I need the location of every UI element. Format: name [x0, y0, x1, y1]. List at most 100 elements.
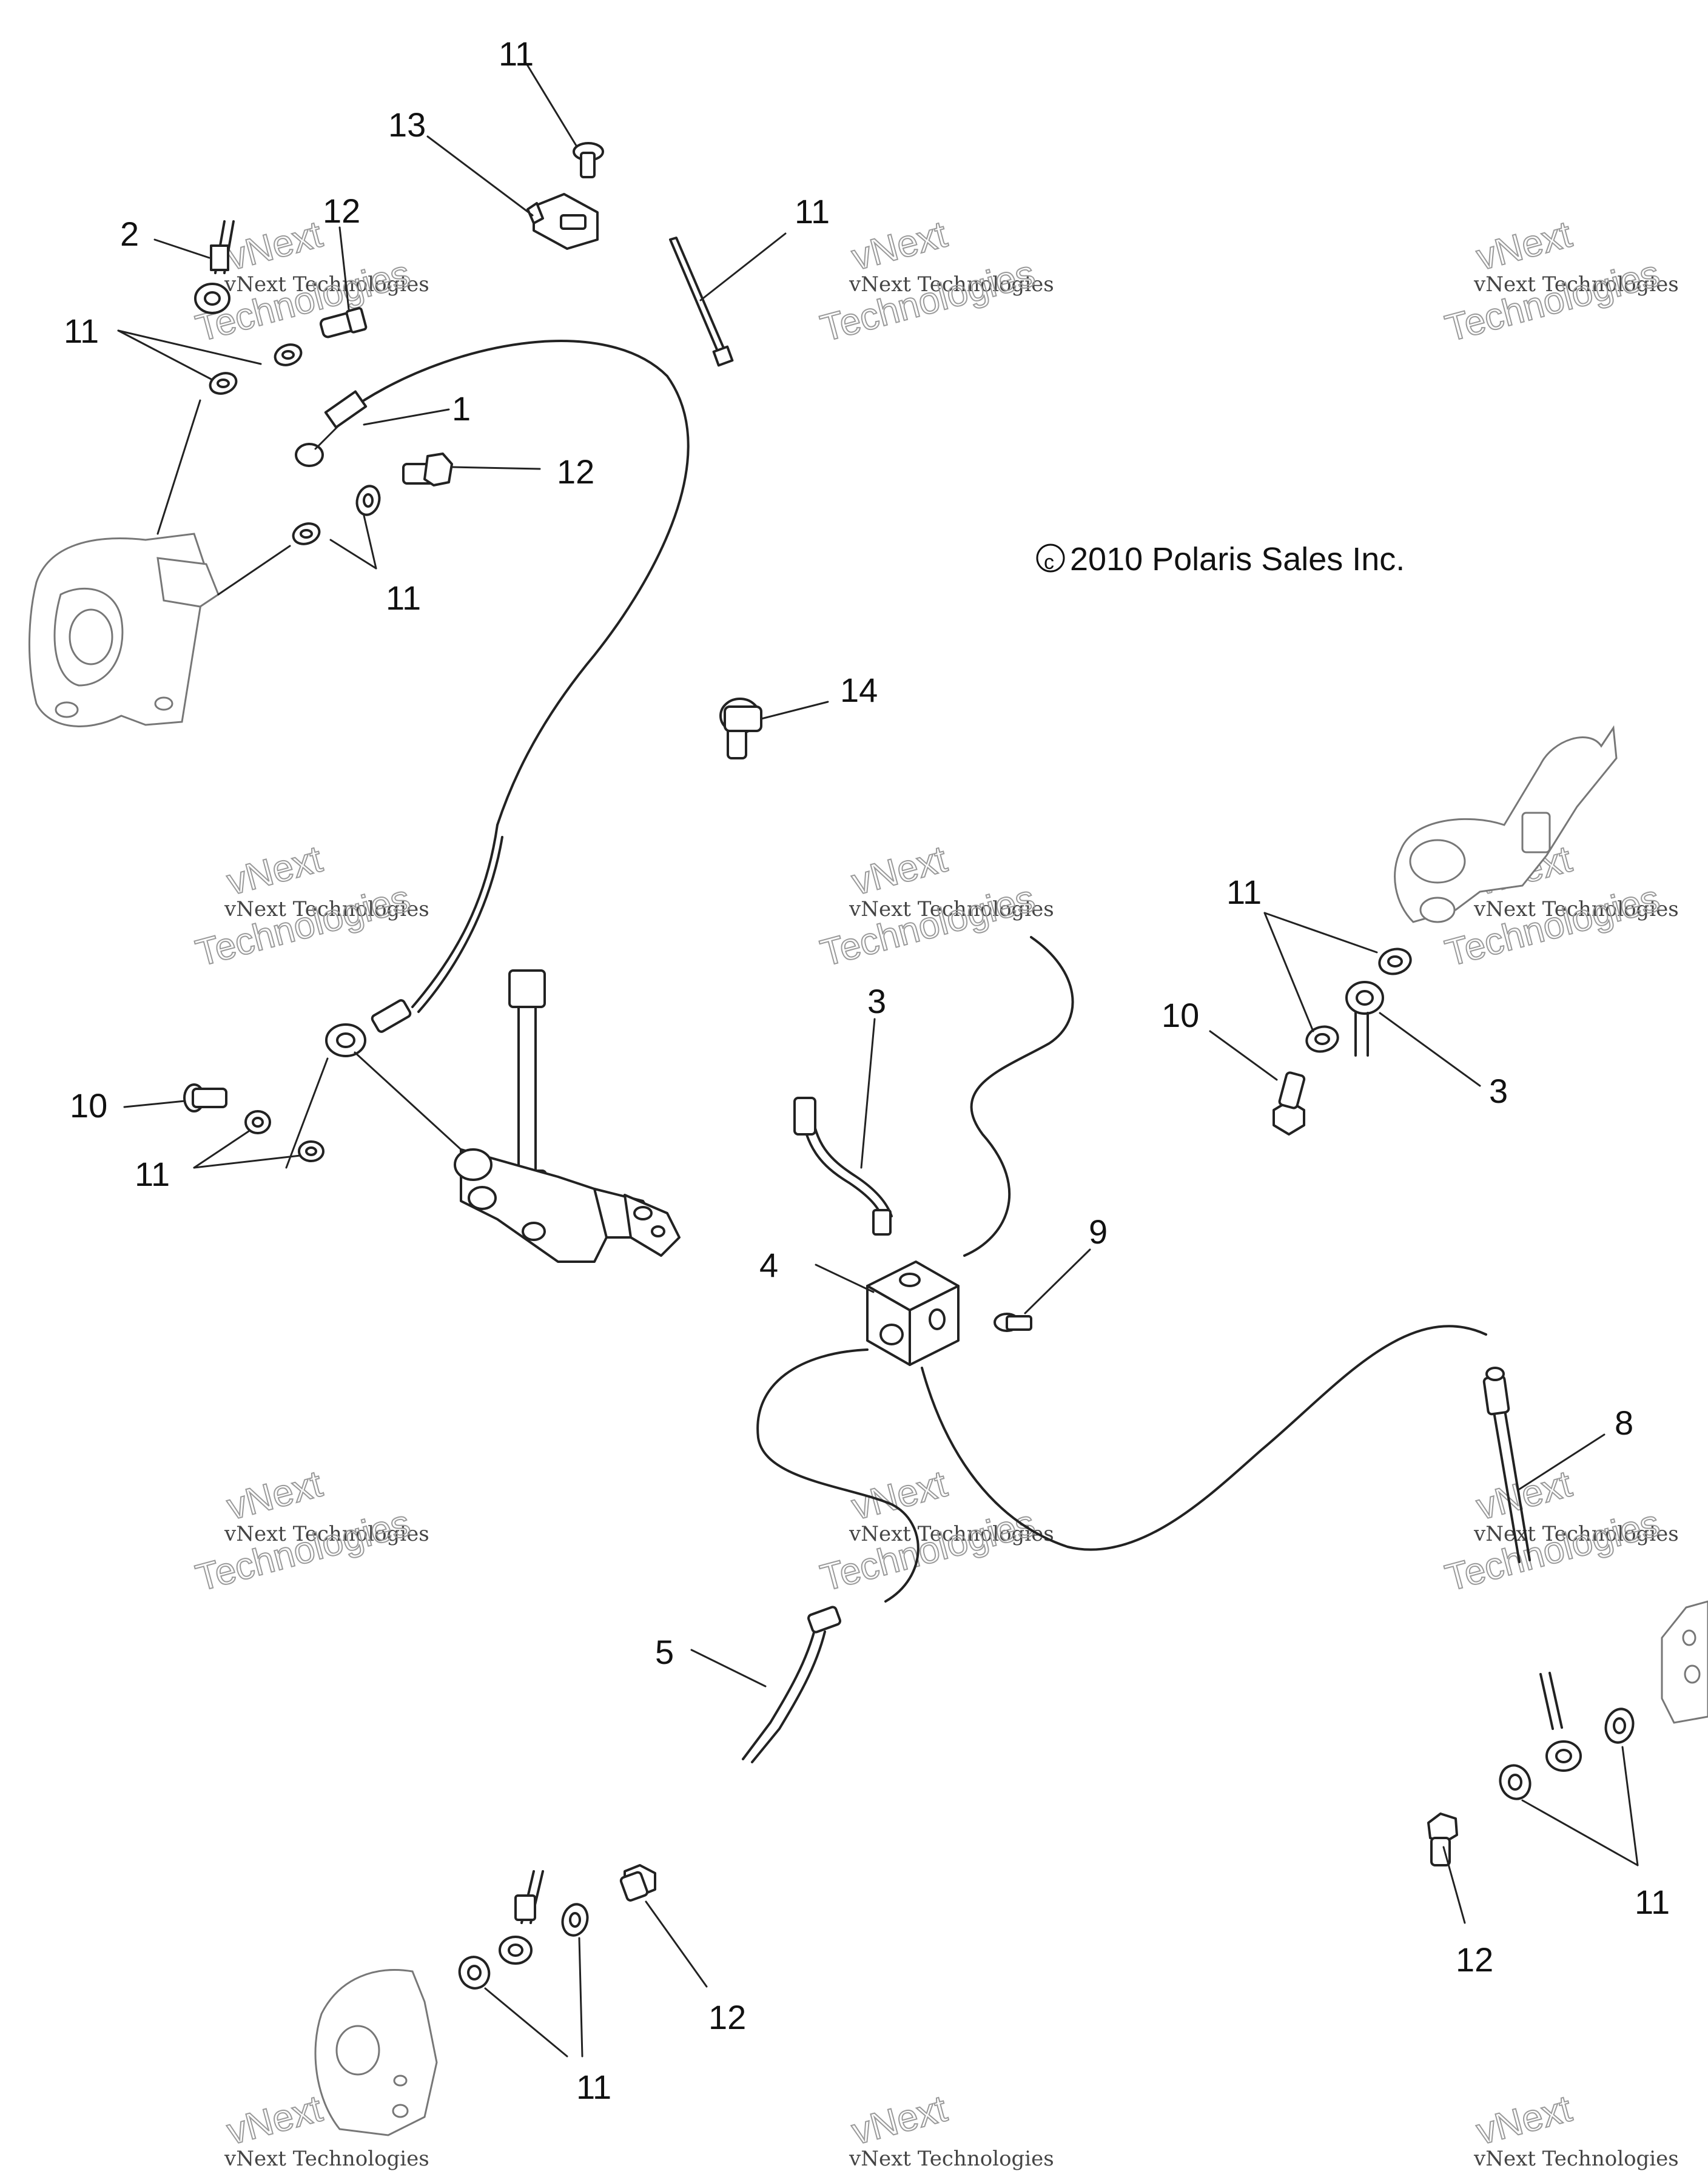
- callout-4: 4: [759, 1246, 778, 1284]
- cable-tie-item-7: [669, 237, 734, 367]
- svg-text:Technologies: Technologies: [816, 877, 1039, 974]
- main-brake-hose-lower: [411, 824, 499, 1008]
- svg-text:vNext Technologies: vNext Technologies: [849, 897, 1054, 921]
- svg-text:vNext Technologies: vNext Technologies: [1473, 897, 1679, 921]
- brake-line-block-upper: [963, 936, 1074, 1257]
- leader-13: [426, 135, 534, 217]
- svg-text:vNext Technologies: vNext Technologies: [224, 272, 429, 297]
- callout-11-right: 11: [1226, 873, 1262, 911]
- svg-text:Technologies: Technologies: [816, 252, 1039, 349]
- svg-text:Technologies: Technologies: [816, 1502, 1039, 1599]
- banjo-bolt-item-10-right: [1273, 1071, 1306, 1136]
- leader-6: [525, 62, 577, 147]
- watermark: vNext vNext Technologies: [847, 2087, 1054, 2171]
- callout-12-mid: 12: [557, 453, 594, 491]
- leader-3-center: [860, 1018, 876, 1169]
- svg-text:vNext Technologies: vNext Technologies: [224, 897, 429, 921]
- callout-14: 14: [840, 671, 878, 709]
- svg-text:vNext Technologies: vNext Technologies: [1473, 1522, 1679, 1546]
- leader-14: [760, 701, 829, 720]
- callout-1: 1: [452, 389, 471, 428]
- brake-caliper-lower-left: [314, 1969, 438, 2136]
- callout-11-left: 11: [135, 1155, 170, 1193]
- banjo-bolt-lower-left: [619, 1864, 656, 1902]
- banjo-fitting-lower-left: [499, 1870, 544, 1965]
- callout-3-center: 3: [867, 982, 886, 1020]
- leader-7: [699, 232, 787, 301]
- master-cylinder-left: [454, 969, 681, 1263]
- svg-text:vNext: vNext: [223, 1463, 326, 1529]
- brake-line-item-3-center: [793, 1097, 893, 1236]
- watermarks: vNext vNext Technologies Technologies vN…: [191, 213, 1679, 2171]
- svg-text:vNext: vNext: [847, 214, 951, 279]
- callout-3-right: 3: [1489, 1072, 1508, 1110]
- svg-text:vNext Technologies: vNext Technologies: [849, 2147, 1054, 2171]
- banjo-bolt-lower-right: [1427, 1812, 1458, 1866]
- crush-washers-upper: [209, 343, 381, 545]
- banjo-bolt-middle: [402, 453, 453, 486]
- svg-text:vNext: vNext: [223, 2088, 326, 2153]
- svg-text:vNext: vNext: [847, 838, 951, 904]
- leader-lines-left-middle: [123, 1057, 329, 1169]
- callout-8: 8: [1615, 1404, 1633, 1442]
- banjo-bolt-item-10-left: [183, 1083, 227, 1112]
- brake-caliper-upper-left: [28, 533, 220, 727]
- crush-washers-lower-right: [1499, 1708, 1635, 1800]
- brake-line-block-left-loop: [756, 1348, 920, 1603]
- callout-7: 11: [795, 192, 830, 231]
- crush-washers-left: [244, 1110, 324, 1162]
- watermark: vNext vNext Technologies Technologies: [191, 213, 429, 351]
- callout-13: 13: [388, 106, 426, 144]
- leader-lines-upper-left: [117, 226, 541, 596]
- watermark: vNext vNext Technologies Technologies: [191, 1462, 429, 1600]
- svg-text:vNext Technologies: vNext Technologies: [1473, 2147, 1679, 2171]
- svg-text:vNext: vNext: [847, 2088, 951, 2153]
- watermark: vNext vNext Technologies Technologies: [1441, 213, 1679, 351]
- watermark: vNext vNext Technologies Technologies: [816, 1462, 1054, 1600]
- svg-text:vNext Technologies: vNext Technologies: [224, 1522, 429, 1546]
- crush-washers-lower-left: [458, 1903, 589, 1990]
- svg-text:Technologies: Technologies: [192, 1502, 414, 1599]
- svg-text:vNext: vNext: [223, 214, 326, 279]
- leader-lines-lower-left: [484, 1900, 708, 2058]
- banjo-fitting-lower-right: [1539, 1672, 1582, 1772]
- screw-item-6: [573, 142, 604, 178]
- callout-12-lower-right: 12: [1456, 1940, 1493, 1979]
- watermark: vNext vNext Technologies Technologies: [191, 838, 429, 975]
- copyright-icon: [1036, 544, 1065, 573]
- leader-lines-lower-right: [1442, 1746, 1639, 1924]
- watermark: vNext vNext Technologies Technologies: [816, 213, 1054, 351]
- main-brake-hose: [363, 340, 690, 826]
- callout-12-lower-left: 12: [708, 1998, 746, 2036]
- banjo-fitting-item-2: [194, 220, 235, 314]
- screw-item-9: [994, 1313, 1032, 1332]
- hose-fitting-left-lower: [325, 999, 412, 1057]
- svg-text:Technologies: Technologies: [192, 877, 414, 974]
- callout-6: 11: [499, 35, 534, 73]
- crush-washers-right: [1305, 947, 1412, 1053]
- copyright-notice: c 2010 Polaris Sales Inc.: [1036, 541, 1405, 577]
- connector-item-14: [719, 698, 762, 759]
- watermark: vNext vNext Technologies Technologies: [1441, 1462, 1679, 1600]
- svg-text:vNext: vNext: [1472, 2088, 1576, 2153]
- callout-11-top: 11: [64, 312, 99, 350]
- brake-caliper-lower-right: [1661, 1600, 1708, 1724]
- junction-block-item-4: [866, 1260, 960, 1366]
- leader-9: [1024, 1248, 1091, 1314]
- copyright-text: 2010 Polaris Sales Inc.: [1070, 541, 1405, 577]
- leader-4: [815, 1264, 875, 1293]
- leader-lines-right-middle: [1209, 912, 1481, 1087]
- brake-hose-item-8: [1482, 1367, 1531, 1563]
- main-brake-hose-lower-outline: [417, 836, 503, 1013]
- svg-text:Technologies: Technologies: [1441, 252, 1664, 349]
- svg-text:vNext: vNext: [1472, 1463, 1576, 1529]
- callout-9: 9: [1089, 1213, 1108, 1251]
- brake-line-block-right: [921, 1325, 1487, 1551]
- leader-line-master: [354, 1051, 462, 1151]
- callout-10-left: 10: [70, 1086, 107, 1125]
- callout-12-top: 12: [323, 192, 360, 230]
- svg-text:vNext Technologies: vNext Technologies: [849, 272, 1054, 297]
- banjo-fitting-upper-left: [295, 390, 368, 467]
- leader-8: [1518, 1433, 1605, 1490]
